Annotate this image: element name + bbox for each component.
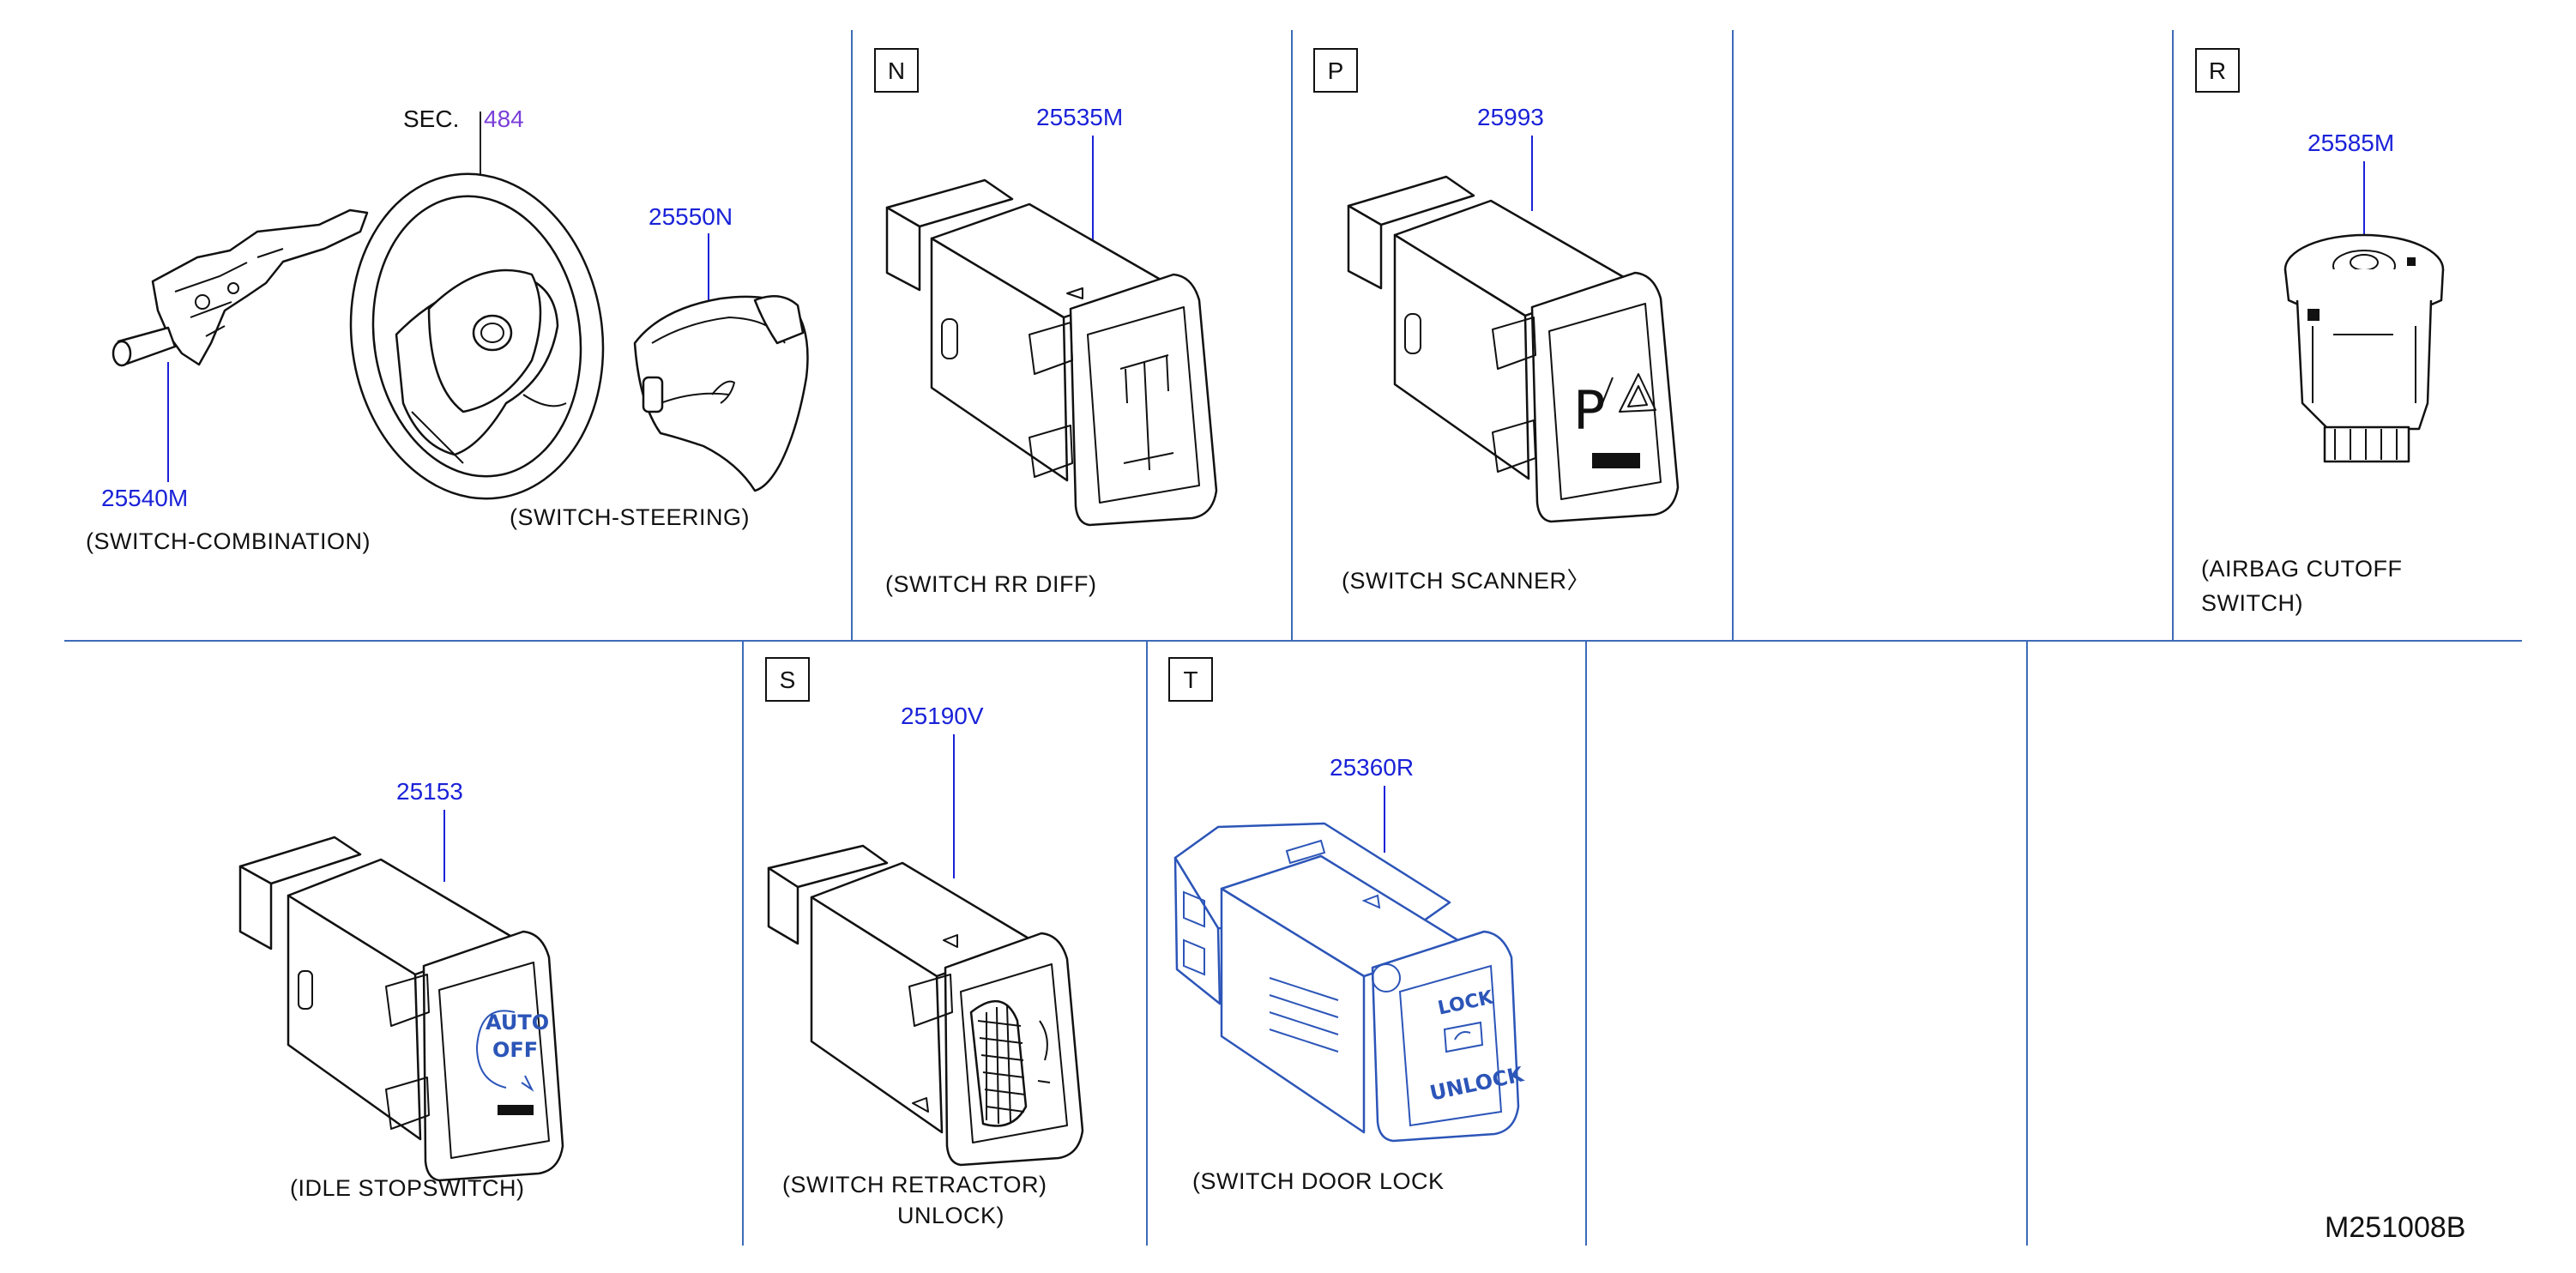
caption-switch-rr-diff: (SWITCH RR DIFF) (885, 571, 1096, 597)
box-letter-s: S (765, 657, 810, 702)
box-letter-t: T (1168, 657, 1213, 702)
part-number-25993: 25993 (1477, 104, 1544, 130)
caption-switch-retractor-line2: UNLOCK) (897, 1203, 1004, 1228)
part-number-25550n: 25550N (649, 203, 733, 230)
caption-idle-stopswitch: (IDLE STOPSWITCH) (290, 1175, 525, 1201)
caption-switch-combination: (SWITCH-COMBINATION) (86, 528, 371, 554)
svg-text:P: P (1328, 57, 1344, 84)
caption-switch-door-lock: (SWITCH DOOR LOCK (1192, 1168, 1445, 1194)
box-letter-p: P (1313, 48, 1358, 93)
svg-text:N: N (888, 57, 905, 84)
idle-stop-switch-drawing: AUTO OFF (238, 836, 564, 1182)
steering-switch-drawing (633, 294, 809, 492)
part-number-25360r: 25360R (1330, 754, 1414, 781)
grid-lines (64, 30, 2522, 1246)
box-letter-n: N (874, 48, 919, 93)
door-lock-switch-drawing: LOCK UNLOCK (1173, 822, 1527, 1143)
part-number-25585m: 25585M (2308, 130, 2394, 156)
scanner-switch-drawing: P (1347, 175, 1680, 523)
caption-switch-scanner: (SWITCH SCANNER〉 (1342, 568, 1590, 594)
idle-stop-off-marking: OFF (492, 1038, 538, 1062)
steering-wheel-drawing (349, 172, 605, 500)
svg-text:S: S (780, 667, 796, 693)
svg-text:P: P (1573, 379, 1605, 442)
caption-airbag-cutoff-line2: SWITCH) (2201, 590, 2303, 616)
caption-airbag-cutoff-line1: (AIRBAG CUTOFF (2201, 556, 2403, 582)
box-letter-r: R (2195, 48, 2240, 93)
retractor-switch-drawing (767, 844, 1084, 1167)
part-number-25153: 25153 (396, 778, 463, 805)
combination-switch-drawing (112, 208, 369, 367)
part-number-25540m: 25540M (101, 485, 188, 511)
section-ref-484: 484 (484, 106, 524, 132)
svg-text:T: T (1183, 667, 1198, 693)
idle-stop-auto-marking: AUTO (486, 1011, 549, 1035)
caption-switch-steering: (SWITCH-STEERING) (510, 504, 750, 530)
section-label: SEC. (403, 106, 459, 132)
airbag-cutoff-switch-drawing (2283, 233, 2445, 463)
caption-switch-retractor-line1: (SWITCH RETRACTOR) (782, 1172, 1047, 1198)
rr-diff-switch-drawing (885, 178, 1218, 527)
part-number-25535m: 25535M (1036, 104, 1123, 130)
part-number-25190v: 25190V (901, 703, 984, 729)
svg-text:R: R (2209, 57, 2226, 84)
diagram-code: M251008B (2325, 1211, 2465, 1244)
